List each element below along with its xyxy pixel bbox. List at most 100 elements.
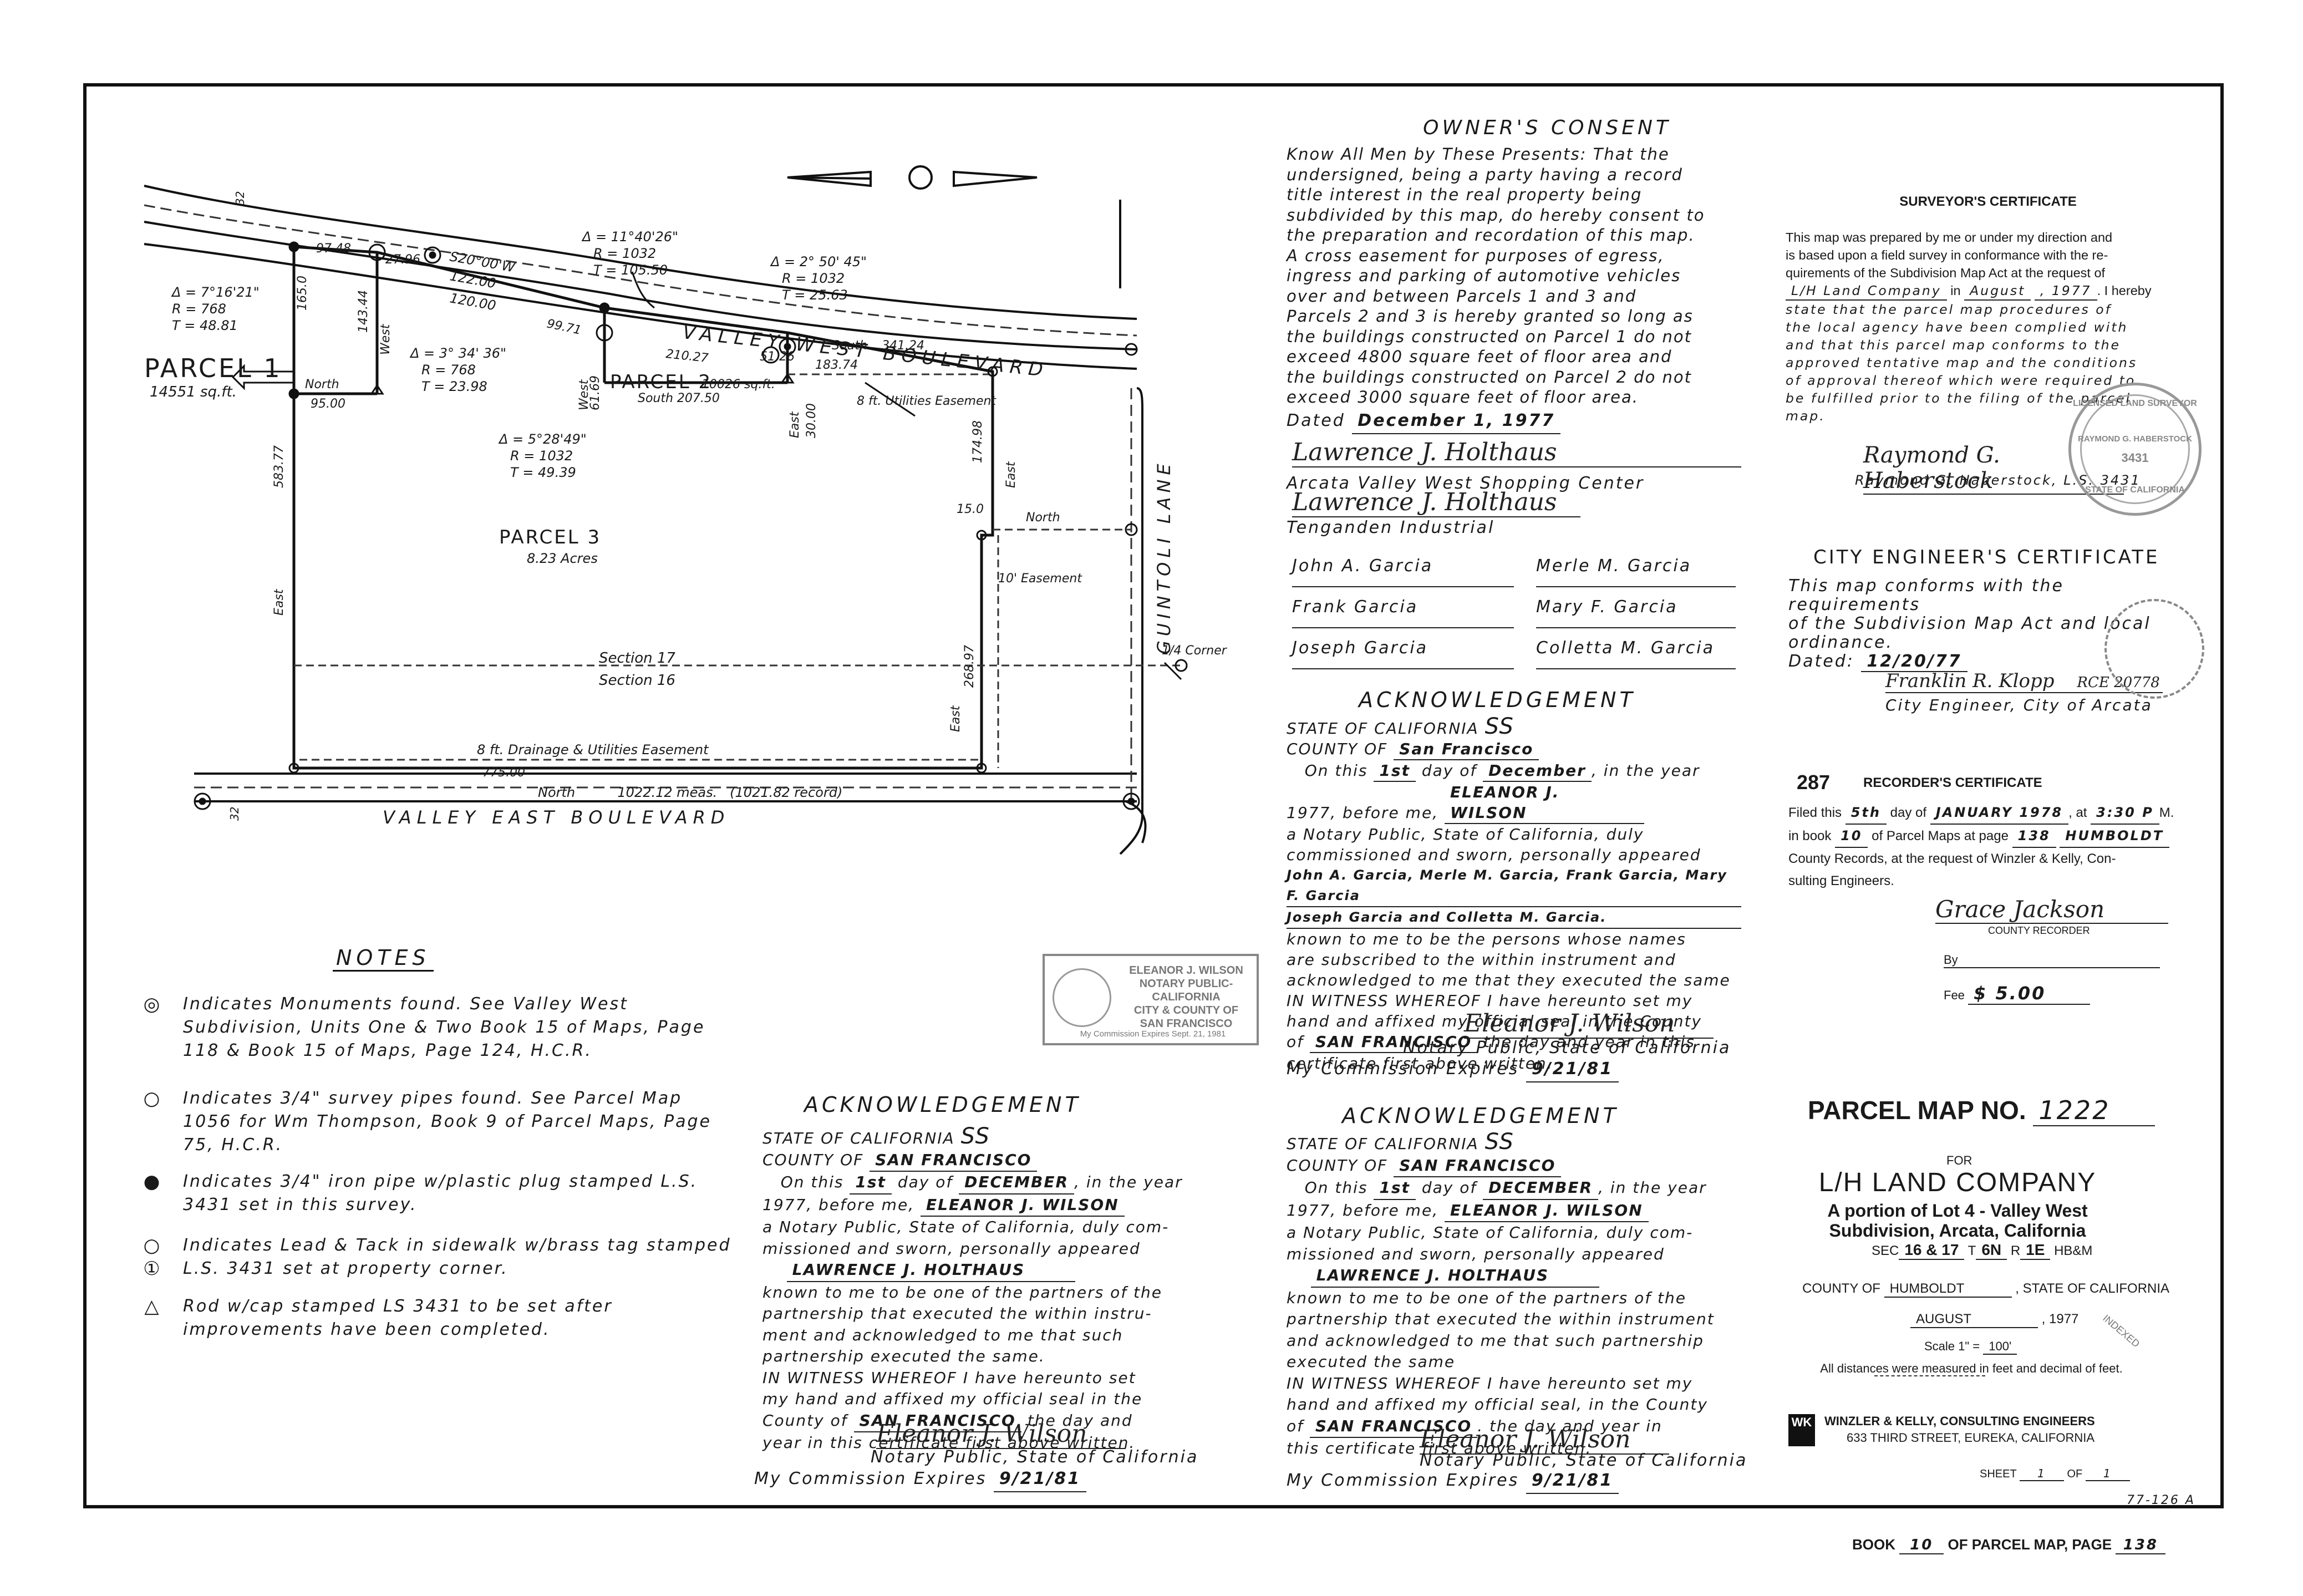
parcel-1-label: PARCEL 1	[144, 353, 282, 383]
ack-top-signature: Eleanor J. Wilson	[1464, 1009, 1714, 1039]
svg-text:Δ = 11°40'26": Δ = 11°40'26"	[581, 229, 678, 245]
note-item: △ Rod w/cap stamped LS 3431 to be set af…	[144, 1295, 738, 1341]
county-state: COUNTY OF HUMBOLDT , STATE OF CALIFORNIA	[1802, 1281, 2169, 1298]
parcel-map-drawing: PARCEL 1 14551 sq.ft. PARCEL 2 10026 sq.…	[144, 165, 1228, 855]
svg-text:T = 105.50: T = 105.50	[593, 262, 668, 278]
ack-left-body: STATE OF CALIFORNIA SS COUNTY OF SAN FRA…	[762, 1124, 1183, 1452]
recorder-fee: Fee $ 5.00	[1944, 983, 2091, 1005]
svg-text:East: East	[788, 411, 802, 438]
svg-text:122.00: 122.00	[449, 268, 497, 291]
svg-text:West: West	[379, 323, 393, 355]
svg-text:583.77: 583.77	[272, 445, 286, 488]
svg-text:27.96: 27.96	[385, 253, 420, 267]
svg-text:341.24: 341.24	[882, 339, 924, 353]
svg-text:268.97: 268.97	[963, 645, 977, 688]
firm-address: 633 THIRD STREET, EUREKA, CALIFORNIA	[1847, 1431, 2095, 1445]
drawing-ref: 77-126 A	[2127, 1493, 2195, 1507]
ack-left-signature: Eleanor J. Wilson	[876, 1420, 1126, 1449]
svg-text:R = 768: R = 768	[421, 362, 476, 378]
city-engineer-title: CITY ENGINEER'S CERTIFICATE	[1813, 546, 2160, 568]
city-engineer-signature: Franklin R. Klopp RCE 20778	[1885, 670, 2163, 693]
svg-text:T = 48.81: T = 48.81	[172, 318, 238, 333]
map-scale: Scale 1" = 100'	[1924, 1339, 2017, 1355]
ack-right-signature: Eleanor J. Wilson	[1420, 1425, 1669, 1455]
ack-top-expires: My Commission Expires 9/21/81	[1287, 1057, 1619, 1082]
ack-right-body: STATE OF CALIFORNIA SS COUNTY OF SAN FRA…	[1287, 1129, 1715, 1457]
svg-text:8 ft. Drainage & Utilities Eas: 8 ft. Drainage & Utilities Easement	[477, 742, 709, 758]
svg-text:T = 25.63: T = 25.63	[782, 287, 848, 303]
svg-text:210.27: 210.27	[665, 347, 709, 365]
svg-text:165.0: 165.0	[296, 276, 309, 311]
svg-text:32: 32	[233, 191, 247, 205]
svg-text:R = 768: R = 768	[172, 301, 226, 317]
svg-text:East: East	[272, 588, 286, 616]
recorder-number: 287	[1797, 771, 1831, 794]
svg-text:Section 17: Section 17	[599, 650, 675, 667]
monument-found-icon: ◎	[143, 993, 162, 1015]
notary-seal-stamp: ELEANOR J. WILSON NOTARY PUBLIC-CALIFORN…	[1043, 954, 1259, 1045]
parcel-3-label: PARCEL 3	[499, 526, 601, 548]
svg-text:North 1022.12 meas.: North 1022.12 meas. (1021.82 record)	[538, 785, 842, 800]
svg-text:North: North	[305, 378, 339, 392]
svg-text:Δ = 5°28'49": Δ = 5°28'49"	[498, 431, 587, 447]
parcel-map-number: PARCEL MAP NO. 1222	[1808, 1095, 2155, 1126]
street-lines	[144, 185, 1147, 855]
svg-text:North: North	[1026, 511, 1060, 525]
svg-text:Section 16: Section 16	[599, 672, 675, 689]
city-engineer-body: This map conforms with the requirements …	[1788, 576, 2151, 672]
notary-seal-icon	[1053, 968, 1111, 1027]
svg-text:R = 1032: R = 1032	[782, 271, 845, 286]
svg-text:1/4 Corner: 1/4 Corner	[1162, 644, 1228, 658]
org-tenganden: Tenganden Industrial	[1287, 518, 1495, 537]
svg-text:8 ft. Utilities Easement: 8 ft. Utilities Easement	[857, 394, 997, 408]
rod-cap-icon: △	[144, 1295, 161, 1318]
svg-text:51.26: 51.26	[760, 350, 795, 364]
company-name: L/H LAND COMPANY	[1818, 1168, 2097, 1197]
garcia-signatures-left: John A. Garcia Frank Garcia Joseph Garci…	[1292, 535, 1514, 669]
svg-text:T = 49.39: T = 49.39	[510, 465, 576, 480]
svg-text:South 207.50: South 207.50	[638, 392, 720, 405]
svg-text:15.0: 15.0	[957, 502, 984, 516]
distances-note: All distances were measured in feet and …	[1820, 1361, 2123, 1375]
sheet-number: SHEET 1 OF 1	[1980, 1467, 2130, 1481]
note-item: ● Indicates 3/4" iron pipe w/plastic plu…	[144, 1170, 738, 1217]
book-page-footer: BOOK 10 OF PARCEL MAP, PAGE 138	[1852, 1536, 2166, 1554]
ack-top-title: ACKNOWLEDGEMENT	[1359, 688, 1636, 712]
svg-text:143.44: 143.44	[357, 290, 370, 333]
svg-text:120.00: 120.00	[449, 290, 497, 313]
note-item: ○ Indicates 3/4" survey pipes found. See…	[144, 1087, 738, 1157]
svg-text:T = 23.98: T = 23.98	[421, 379, 487, 394]
svg-text:West: West	[577, 379, 591, 410]
svg-text:97.48: 97.48	[316, 242, 351, 256]
owners-consent-title: OWNER'S CONSENT	[1423, 116, 1671, 139]
surveyor-signature: Raymond G. Haberstock	[1863, 443, 2124, 495]
parcel-3-area: 8.23 Acres	[527, 551, 598, 566]
map-date: AUGUST , 1977	[1910, 1312, 2078, 1328]
map-description: A portion of Lot 4 - Valley West Subdivi…	[1827, 1201, 2088, 1241]
svg-text:183.74: 183.74	[815, 358, 858, 372]
svg-text:95.00: 95.00	[311, 397, 345, 411]
ack-left-title: ACKNOWLEDGEMENT	[804, 1092, 1081, 1117]
svg-text:32: 32	[228, 807, 241, 821]
svg-text:Δ = 3° 34' 36": Δ = 3° 34' 36"	[409, 345, 506, 361]
survey-pipe-icon: ○	[143, 1087, 162, 1110]
ack-top-body: STATE OF CALIFORNIA SS COUNTY OF San Fra…	[1287, 715, 1741, 1074]
north-arrow-icon	[787, 165, 1038, 190]
ack-right-title: ACKNOWLEDGEMENT	[1342, 1104, 1619, 1128]
recorder-body: Filed this 5th day of JANUARY 1978, at 3…	[1788, 801, 2199, 892]
svg-text:Δ = 7°16'21": Δ = 7°16'21"	[171, 284, 260, 300]
notes-title: NOTES	[333, 946, 434, 972]
svg-text:R = 1032: R = 1032	[593, 246, 656, 261]
note-item: ◎ Indicates Monuments found. See Valley …	[144, 993, 738, 1063]
owners-consent-body: Know All Men by These Presents: That the…	[1287, 145, 1705, 406]
winzler-kelly-logo: WK	[1788, 1414, 1815, 1446]
recorder-title: RECORDER'S CERTIFICATE	[1863, 775, 2042, 790]
city-engineer-name: City Engineer, City of Arcata	[1885, 696, 2153, 714]
svg-text:East: East	[1004, 461, 1018, 488]
surveyor-seal-icon: LICENSED LAND SURVEYOR RAYMOND G. HABERS…	[2068, 383, 2202, 516]
signature-holthaus-2: Lawrence J. Holthaus	[1292, 488, 1580, 517]
iron-pipe-icon: ●	[143, 1171, 162, 1193]
valley-east-blvd-label: VALLEY EAST BOULEVARD	[383, 807, 730, 828]
svg-text:61.69: 61.69	[588, 375, 602, 410]
